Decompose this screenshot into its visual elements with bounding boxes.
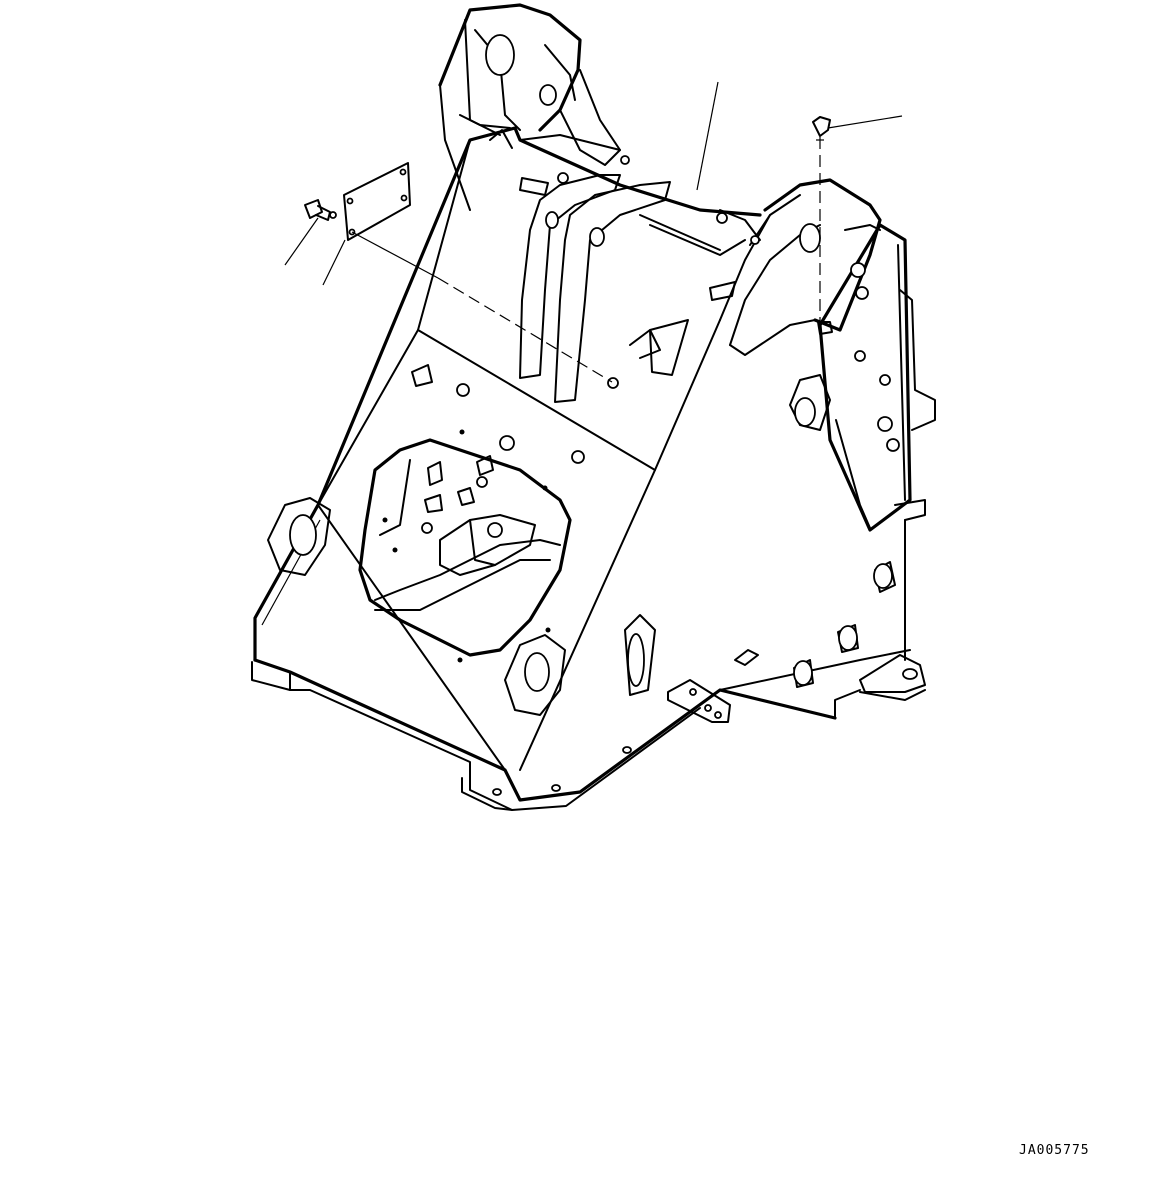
bushing-1 [873, 563, 893, 589]
center-gussets [519, 174, 761, 403]
plug-icon [812, 116, 831, 137]
block-bolt [487, 522, 503, 538]
left-pin-bore [485, 34, 515, 76]
panel-bolts [382, 155, 760, 663]
clevis-pin-hole [902, 668, 918, 680]
plate-bolt-4 [886, 438, 900, 452]
cylinder-mount [794, 397, 816, 427]
plate-bolt-3 [879, 374, 891, 386]
leader-lines [284, 81, 903, 383]
side-slot [627, 633, 645, 687]
left-lug-bore [289, 514, 317, 556]
drawing-reference-code: JA005775 [1019, 1143, 1090, 1158]
small-bracket-plate [667, 679, 731, 723]
plate-bolt-1 [855, 286, 869, 300]
exploded-parts [304, 116, 831, 241]
plate-bolt-2 [854, 350, 866, 362]
base-holes [492, 746, 632, 796]
plate-hole-1 [850, 262, 866, 278]
bushing-3 [793, 660, 813, 686]
right-pin-bore [799, 223, 821, 253]
frame-body [251, 126, 911, 811]
plate-hole-2 [877, 416, 893, 432]
gusset-hole-left [545, 211, 559, 229]
left-tower-hole [539, 84, 557, 106]
frame-opening [358, 438, 572, 657]
cover-plate [343, 162, 411, 241]
left-tower [438, 3, 621, 211]
right-tower [729, 178, 936, 532]
gusset-hole-right [589, 227, 605, 247]
lugs [267, 497, 926, 716]
front-lug-bore [524, 652, 550, 692]
bolt-icon [304, 199, 323, 219]
bushing-2 [838, 625, 858, 651]
